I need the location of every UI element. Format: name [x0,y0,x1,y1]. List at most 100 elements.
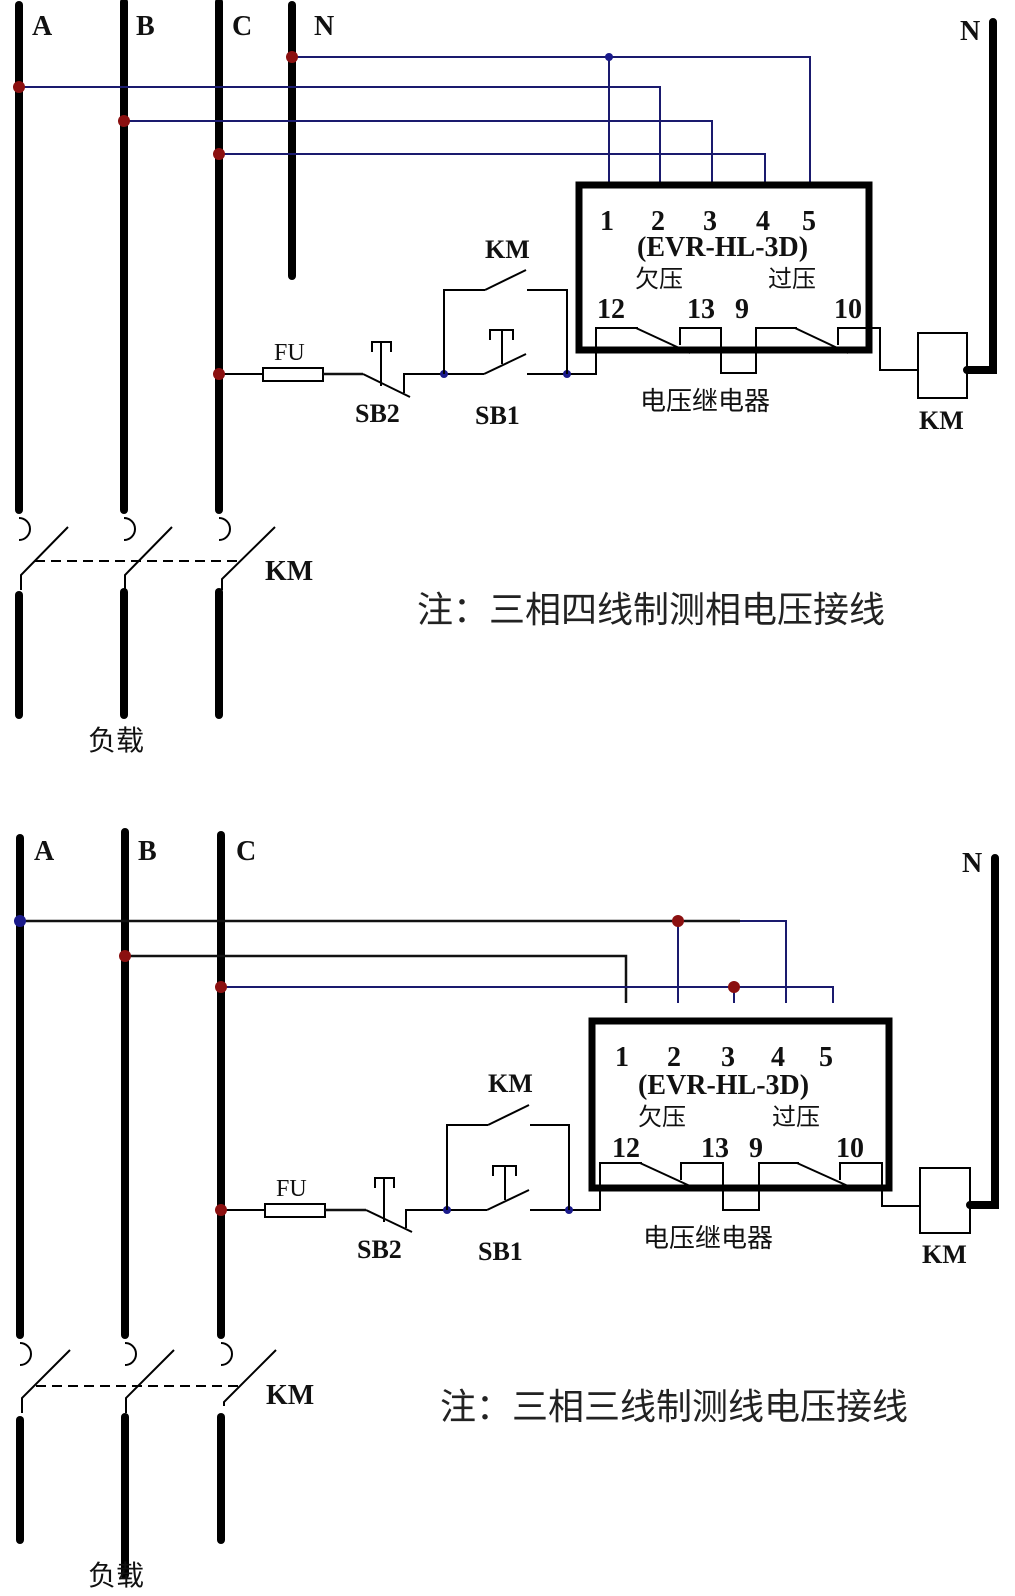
bus-label-c: C [232,11,252,42]
terminal-9: 9 [735,294,749,325]
sb2-to-sb1 [403,373,484,393]
over-voltage-label: 过压 [768,265,816,293]
km-hold-right [527,289,568,374]
terminal-12: 12 [612,1133,640,1164]
voltage-relay-box [575,181,873,354]
load-label: 负载 [88,1559,144,1592]
terminal-10: 10 [834,294,862,325]
junction-a [14,915,26,927]
sb2-contact [365,1209,413,1233]
km-coil [917,332,968,399]
terminal-12: 12 [597,294,625,325]
right-neutral-bus [963,18,997,374]
terminal-3: 3 [703,206,717,237]
bus-label-b: B [138,836,157,867]
main-contactor [15,517,276,719]
terminal-1: 1 [600,206,614,237]
fuse [262,367,324,382]
sb2-label: SB2 [355,399,400,428]
bus-label-a: A [32,11,53,42]
terminal-4: 4 [756,206,770,237]
km-coil [919,1167,971,1234]
junction-n-1 [605,53,613,61]
terminal-10: 10 [836,1133,864,1164]
wire-c-to-4 [219,153,766,183]
terminal-5: 5 [819,1042,833,1073]
main-contact-label: KM [266,1380,314,1411]
junction-c [215,981,227,993]
right-neutral-bus [966,854,999,1209]
junction-c-3 [728,981,740,993]
wire-n-to-5 [292,56,811,183]
bus-label-b: B [136,11,155,42]
junction-control-c [215,1204,227,1216]
contact-10-lead [837,327,917,371]
terminal-2: 2 [651,206,665,237]
terminal-2: 2 [667,1042,681,1073]
terminal-13: 13 [701,1133,729,1164]
junction-b [118,115,130,127]
terminal-13: 13 [687,294,715,325]
wire-a-to-4 [740,920,787,1003]
note-four-wire: 注：三相四线制测相电压接线 [417,590,885,631]
km-hold-contact [487,1104,530,1126]
junction-control-c [213,368,225,380]
right-neutral-label: N [960,16,980,47]
main-contactor [16,1342,277,1579]
km-hold-contact [484,269,527,291]
wire-b-to-1 [125,954,628,1003]
terminal-5: 5 [802,206,816,237]
contact-12-lead [557,327,638,375]
contact-13-9-link [679,327,797,374]
km-hold-left [443,289,485,374]
sb2-contact [362,373,411,398]
terminal-4: 4 [771,1042,785,1073]
wire-b-to-3 [124,120,713,183]
km-hold-left [446,1124,488,1210]
under-voltage-label: 欠压 [635,265,683,293]
load-label: 负载 [88,724,144,757]
relay-caption: 电压继电器 [643,1224,773,1254]
sb1-contact [483,353,527,375]
bus-label-c: C [236,836,256,867]
voltage-relay-box [588,1017,893,1192]
km-coil-label: KM [922,1240,967,1269]
diagram-three-wire: A B C 1 2 3 4 5 (EVR-HL-3D) 欠压 过压 12 13 … [14,828,999,1592]
contact-10-lead [839,1162,919,1207]
km-hold-label: KM [485,235,530,264]
junction-b [119,950,131,962]
junction-c [213,148,225,160]
km-coil-label: KM [919,406,964,435]
main-contact-label: KM [265,556,313,587]
relay-model: (EVR-HL-3D) [638,1070,809,1101]
bus-label-a: A [34,836,55,867]
contact-13-9-link [680,1162,799,1211]
terminal-1: 1 [615,1042,629,1073]
diagram-four-wire: A B C N 1 2 3 4 5 (EVR-HL-3D) 欠压 过压 12 1… [13,0,997,757]
right-neutral-label: N [962,848,982,879]
junction-a-2 [672,915,684,927]
sb1-label: SB1 [475,401,520,430]
fuse-label: FU [274,340,305,366]
wire-c-to-5 [221,986,834,1003]
km-hold-right [530,1124,570,1210]
over-voltage-label: 过压 [772,1103,820,1131]
junction-n [286,51,298,63]
fuse-label: FU [276,1176,307,1202]
sb2-label: SB2 [357,1235,402,1264]
bus-label-n: N [314,11,334,42]
relay-caption: 电压继电器 [640,387,770,417]
sb1-label: SB1 [478,1237,523,1266]
relay-model: (EVR-HL-3D) [637,232,808,263]
junction-a [13,81,25,93]
km-hold-label: KM [488,1069,533,1098]
fuse [264,1203,326,1218]
sb2-to-sb1 [405,1209,487,1228]
over-voltage-contact [794,327,849,354]
sb1-contact [486,1189,530,1211]
wire-a-to-2 [19,86,661,183]
terminal-9: 9 [749,1133,763,1164]
terminal-3: 3 [721,1042,735,1073]
over-voltage-contact [796,1162,849,1187]
